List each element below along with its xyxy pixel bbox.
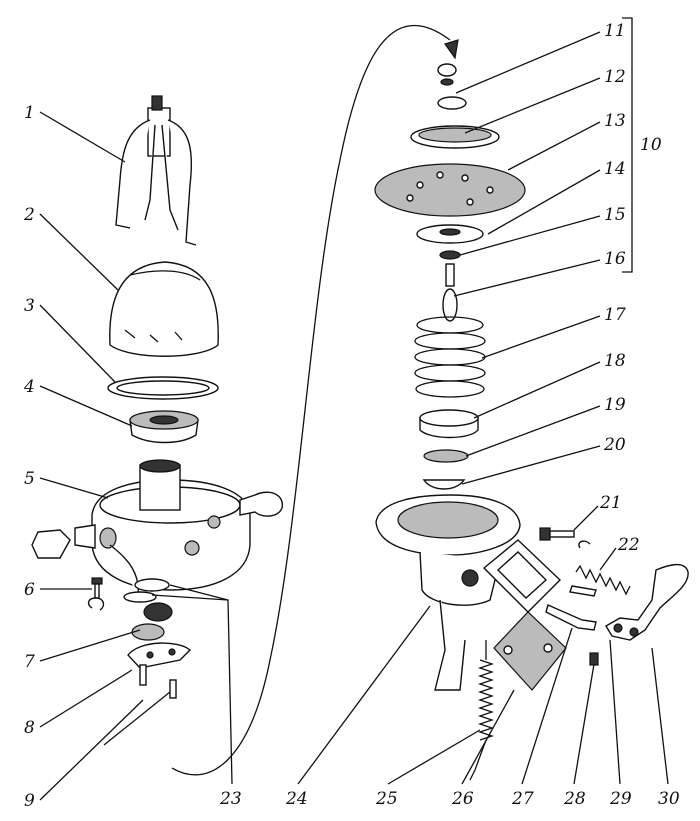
filter-screen: [129, 410, 199, 444]
washer-19: [423, 449, 469, 463]
lever-arm-27: [545, 604, 597, 631]
pump-upper-body: [74, 459, 251, 596]
label-15: 15: [604, 205, 626, 225]
label-7: 7: [24, 652, 35, 672]
label-29: 29: [609, 789, 632, 809]
screws-9: [139, 664, 177, 699]
diaphragm-disc: [374, 163, 526, 217]
pin-28: [589, 652, 599, 666]
diaphragm-spring: [414, 316, 486, 398]
pump-lower-body: [375, 494, 521, 691]
hand-priming-lever: [605, 563, 689, 641]
label-16: 16: [604, 249, 626, 269]
group-bracket-10: [622, 17, 633, 273]
leader-lines: [39, 31, 669, 801]
glass-bowl: [109, 261, 219, 357]
label-1: 1: [24, 103, 35, 123]
retainer-plate: [127, 642, 192, 669]
washer-12: [437, 96, 467, 110]
label-22: 22: [617, 535, 640, 555]
mounting-flange: [482, 539, 562, 613]
sealing-gasket: [107, 376, 219, 400]
arrow-head: [444, 39, 459, 60]
label-21: 21: [599, 493, 622, 513]
label-9: 9: [24, 791, 35, 811]
label-14: 14: [604, 159, 626, 179]
label-30: 30: [658, 789, 680, 809]
label-17: 17: [604, 305, 626, 325]
label-13: 13: [604, 111, 626, 131]
wire-bracket: [115, 95, 197, 246]
transfer-arrow: [171, 25, 451, 776]
return-spring: [469, 640, 495, 781]
label-20: 20: [603, 435, 626, 455]
label-27: 27: [511, 789, 534, 809]
spring-cup-18: [419, 409, 479, 439]
label-2: 2: [23, 205, 35, 225]
label-4: 4: [23, 377, 35, 397]
seal-20: [422, 479, 466, 490]
label-26: 26: [451, 789, 474, 809]
pull-rod-16: [442, 263, 458, 322]
valve-7: [131, 602, 173, 641]
pin-29: [569, 585, 597, 597]
lever-spring-22: [575, 564, 631, 596]
valve-gaskets: [123, 578, 170, 603]
cup-13: [410, 125, 500, 149]
label-18: 18: [604, 351, 626, 371]
screw-6: [87, 577, 105, 611]
label-12: 12: [604, 67, 626, 87]
label-6: 6: [24, 580, 35, 600]
part-labels: 1 2 3 4 5 6 7 8 9 10 11 12 13 14 15 16 1…: [23, 21, 680, 811]
disc-14: [416, 224, 484, 244]
nut-11: [437, 63, 457, 86]
fitting-left: [31, 529, 71, 559]
label-25: 25: [375, 789, 398, 809]
label-23: 23: [219, 789, 242, 809]
label-5: 5: [24, 469, 35, 489]
washer-15: [439, 250, 461, 260]
label-8: 8: [24, 718, 35, 738]
label-24: 24: [285, 789, 308, 809]
label-11: 11: [604, 21, 626, 41]
label-3: 3: [24, 296, 35, 316]
label-19: 19: [604, 395, 626, 415]
label-10: 10: [640, 135, 662, 155]
label-28: 28: [563, 789, 586, 809]
fitting-right: [239, 491, 284, 517]
bolt-21: [539, 527, 591, 549]
